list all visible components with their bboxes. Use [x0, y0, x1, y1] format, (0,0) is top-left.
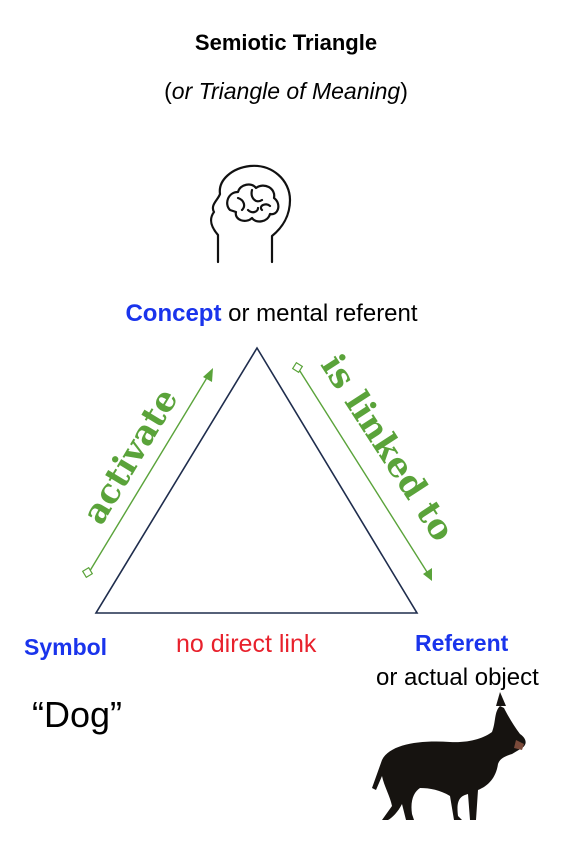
symbol-label: Symbol: [24, 634, 108, 660]
concept-description: or mental referent: [221, 300, 418, 327]
diagram-subtitle: (or Triangle of Meaning): [164, 78, 408, 104]
dog-image: [372, 692, 526, 820]
diagram-title: Semiotic Triangle: [194, 30, 378, 55]
activate-label: activate: [75, 382, 187, 532]
concept-keyword: Concept: [125, 300, 222, 327]
symbol-example-word: “Dog”: [32, 694, 123, 735]
referent-description: or actual object: [376, 664, 539, 691]
no-direct-link-label: no direct link: [176, 630, 317, 658]
referent-label: Referent: [415, 630, 509, 656]
concept-node-label: Concept or mental referent: [0, 300, 543, 328]
activate-arrow: [81, 368, 213, 579]
head-with-brain-icon: [209, 164, 292, 264]
linked-arrow: [291, 361, 432, 581]
is-linked-to-label: is linked to: [312, 348, 462, 549]
triangle: [94, 346, 419, 614]
